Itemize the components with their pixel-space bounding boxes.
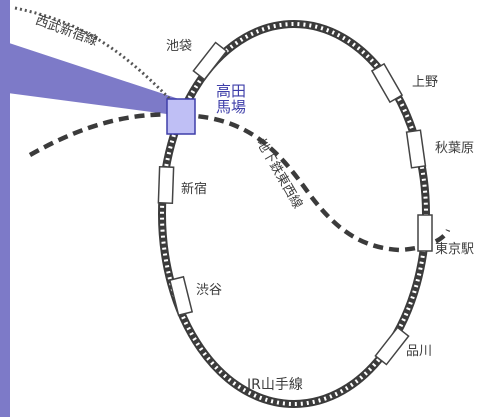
seibu-shinjuku-line — [14, 6, 187, 117]
station-shinagawa-label: 品川 — [406, 344, 433, 359]
station-takadanobaba-label-line2: 馬場 — [216, 98, 247, 116]
station-ueno-label: 上野 — [412, 75, 439, 90]
station-ueno-marker — [370, 62, 404, 104]
station-takadanobaba-label-line1: 高田 — [216, 82, 247, 100]
station-takadanobaba-marker — [166, 98, 196, 135]
station-shinjuku-label: 新宿 — [181, 182, 208, 197]
station-akihabara-marker — [405, 129, 427, 169]
left-accent-bar — [0, 0, 10, 417]
station-shibuya-label: 渋谷 — [196, 283, 223, 298]
station-ikebukuro-marker — [192, 41, 228, 81]
station-shinagawa-marker — [374, 326, 410, 366]
station-tokyo-marker — [417, 214, 433, 252]
station-shinjuku-marker — [157, 165, 175, 205]
station-akihabara-label: 秋葉原 — [435, 141, 475, 156]
tozai-line — [28, 112, 451, 253]
yamanote-line-ties — [160, 22, 428, 406]
station-ikebukuro-label: 池袋 — [166, 39, 193, 54]
yamanote-line-label: JR山手線 — [247, 377, 303, 393]
callout-pointer — [0, 40, 182, 116]
station-takadanobaba-label: 高田 馬場 — [216, 83, 246, 115]
station-tokyo-label: 東京駅 — [435, 242, 475, 257]
station-shibuya-marker — [168, 275, 194, 317]
